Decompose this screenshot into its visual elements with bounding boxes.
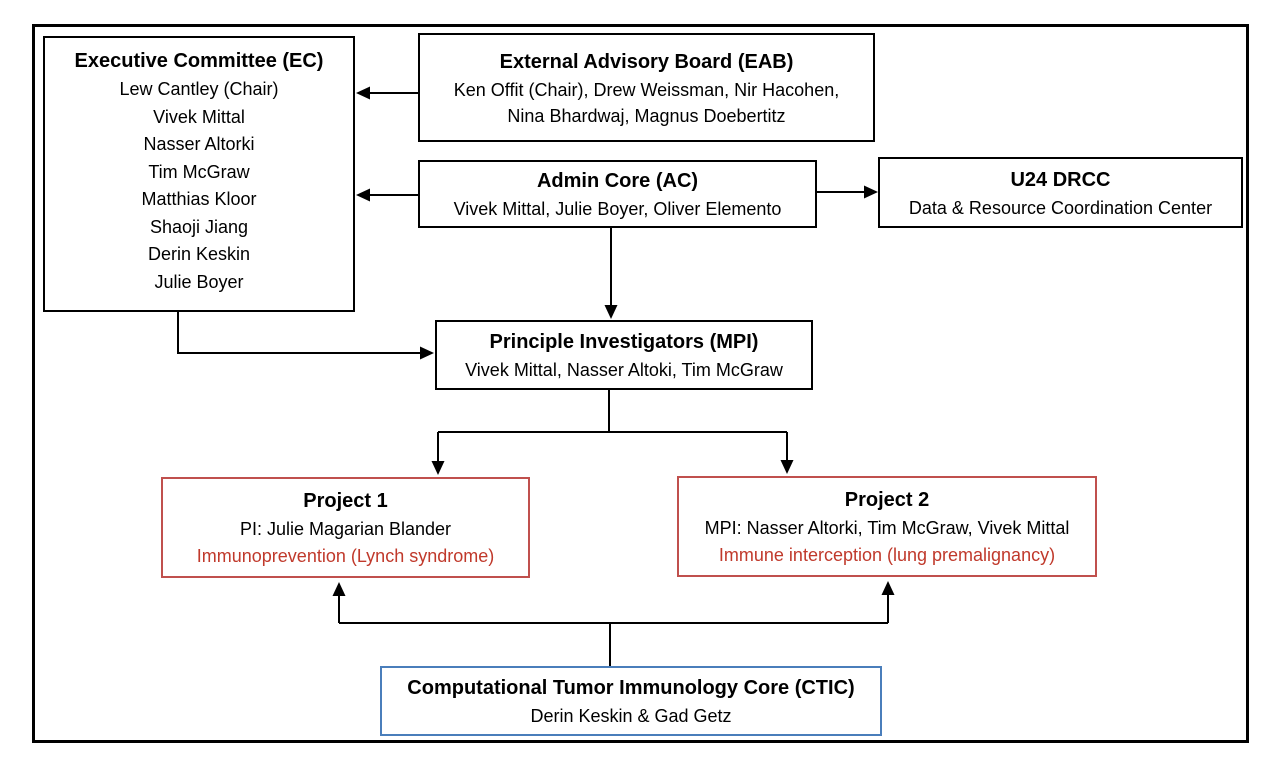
ec-member: Tim McGraw xyxy=(148,161,250,182)
box-project-1: Project 1 PI: Julie Magarian Blander Imm… xyxy=(161,477,530,578)
eab-members-line1: Ken Offit (Chair), Drew Weissman, Nir Ha… xyxy=(453,79,840,100)
ec-member: Nasser Altorki xyxy=(143,134,255,154)
ec-member: Matthias Kloor xyxy=(141,189,257,209)
u24-drcc-subtitle: Data & Resource Coordination Center xyxy=(908,197,1213,218)
project2-focus-line: Immune interception (lung premalignancy) xyxy=(718,544,1056,565)
mpi-title: Principle Investigators (MPI) xyxy=(489,331,759,353)
ec-member: Shaoji Jiang xyxy=(149,216,249,237)
ctic-title: Computational Tumor Immunology Core (CTI… xyxy=(407,677,855,699)
box-u24-drcc: U24 DRCC Data & Resource Coordination Ce… xyxy=(878,157,1243,228)
ec-member: Derin Keskin xyxy=(147,244,251,264)
project2-pi-line: MPI: Nasser Altorki, Tim McGraw, Vivek M… xyxy=(704,517,1070,538)
project1-pi-line: PI: Julie Magarian Blander xyxy=(239,518,452,539)
eab-title: External Advisory Board (EAB) xyxy=(499,50,794,73)
box-admin-core: Admin Core (AC) Vivek Mittal, Julie Boye… xyxy=(418,160,817,228)
mpi-members: Vivek Mittal, Nasser Altoki, Tim McGraw xyxy=(465,360,783,380)
u24-drcc-title: U24 DRCC xyxy=(1010,168,1111,191)
box-principle-investigators: Principle Investigators (MPI) Vivek Mitt… xyxy=(435,320,813,390)
executive-committee-title: Executive Committee (EC) xyxy=(74,50,324,72)
box-external-advisory-board: External Advisory Board (EAB) Ken Offit … xyxy=(418,33,875,142)
project1-focus-line: Immunoprevention (Lynch syndrome) xyxy=(196,545,495,566)
box-project-2: Project 2 MPI: Nasser Altorki, Tim McGra… xyxy=(677,476,1097,577)
ec-member: Julie Boyer xyxy=(154,271,244,292)
admin-core-members: Vivek Mittal, Julie Boyer, Oliver Elemen… xyxy=(453,199,782,219)
admin-core-title: Admin Core (AC) xyxy=(536,170,699,192)
ec-member: Lew Cantley (Chair) xyxy=(119,79,279,99)
box-executive-committee: Executive Committee (EC) Lew Cantley (Ch… xyxy=(43,36,355,312)
ctic-members: Derin Keskin & Gad Getz xyxy=(530,706,732,726)
project1-title: Project 1 xyxy=(303,489,388,512)
diagram-outer-border xyxy=(32,24,1249,743)
box-ctic: Computational Tumor Immunology Core (CTI… xyxy=(380,666,882,736)
eab-members-line2: Nina Bhardwaj, Magnus Doebertitz xyxy=(507,105,786,126)
ec-member: Vivek Mittal xyxy=(153,106,245,127)
project2-title: Project 2 xyxy=(844,488,930,511)
